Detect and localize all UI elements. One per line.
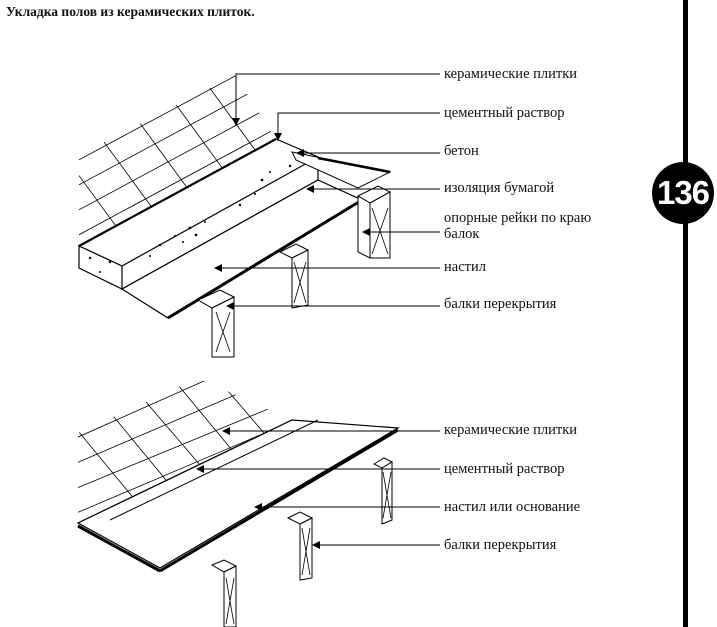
bottom-joists — [210, 457, 394, 627]
label-top-tiles: керамические плитки — [444, 66, 578, 82]
top-decking — [120, 179, 364, 319]
label-top-support-battens: опорные рейки по краю балок — [444, 210, 592, 242]
top-diagram — [77, 73, 440, 358]
label-top-mortar: цементный раствор — [444, 105, 565, 121]
top-concrete-texture — [88, 164, 292, 273]
label-top-joists: балки перекрытия — [444, 296, 557, 312]
label-bottom-decking-or-base: настил или основание — [444, 499, 581, 515]
label-top-concrete: бетон — [444, 143, 479, 159]
top-joists — [196, 185, 392, 358]
bottom-leader-lines — [204, 430, 440, 546]
top-arrowheads — [214, 118, 370, 310]
page-edge-bar — [683, 0, 688, 627]
page-title: Укладка полов из керамических плиток. — [6, 4, 255, 19]
label-bottom-tiles: керамические плитки — [444, 422, 578, 438]
bottom-arrowheads — [196, 427, 320, 549]
top-leader-lines — [222, 73, 440, 307]
page-number-badge: 136 — [652, 162, 714, 224]
label-top-decking: настил — [444, 259, 486, 275]
bottom-diagram — [76, 378, 440, 627]
label-bottom-joists: балки перекрытия — [444, 537, 557, 553]
bottom-decking — [76, 419, 400, 569]
label-top-paper-insulation: изоляция бумагой — [444, 180, 555, 196]
label-bottom-mortar: цементный раствор — [444, 461, 565, 477]
